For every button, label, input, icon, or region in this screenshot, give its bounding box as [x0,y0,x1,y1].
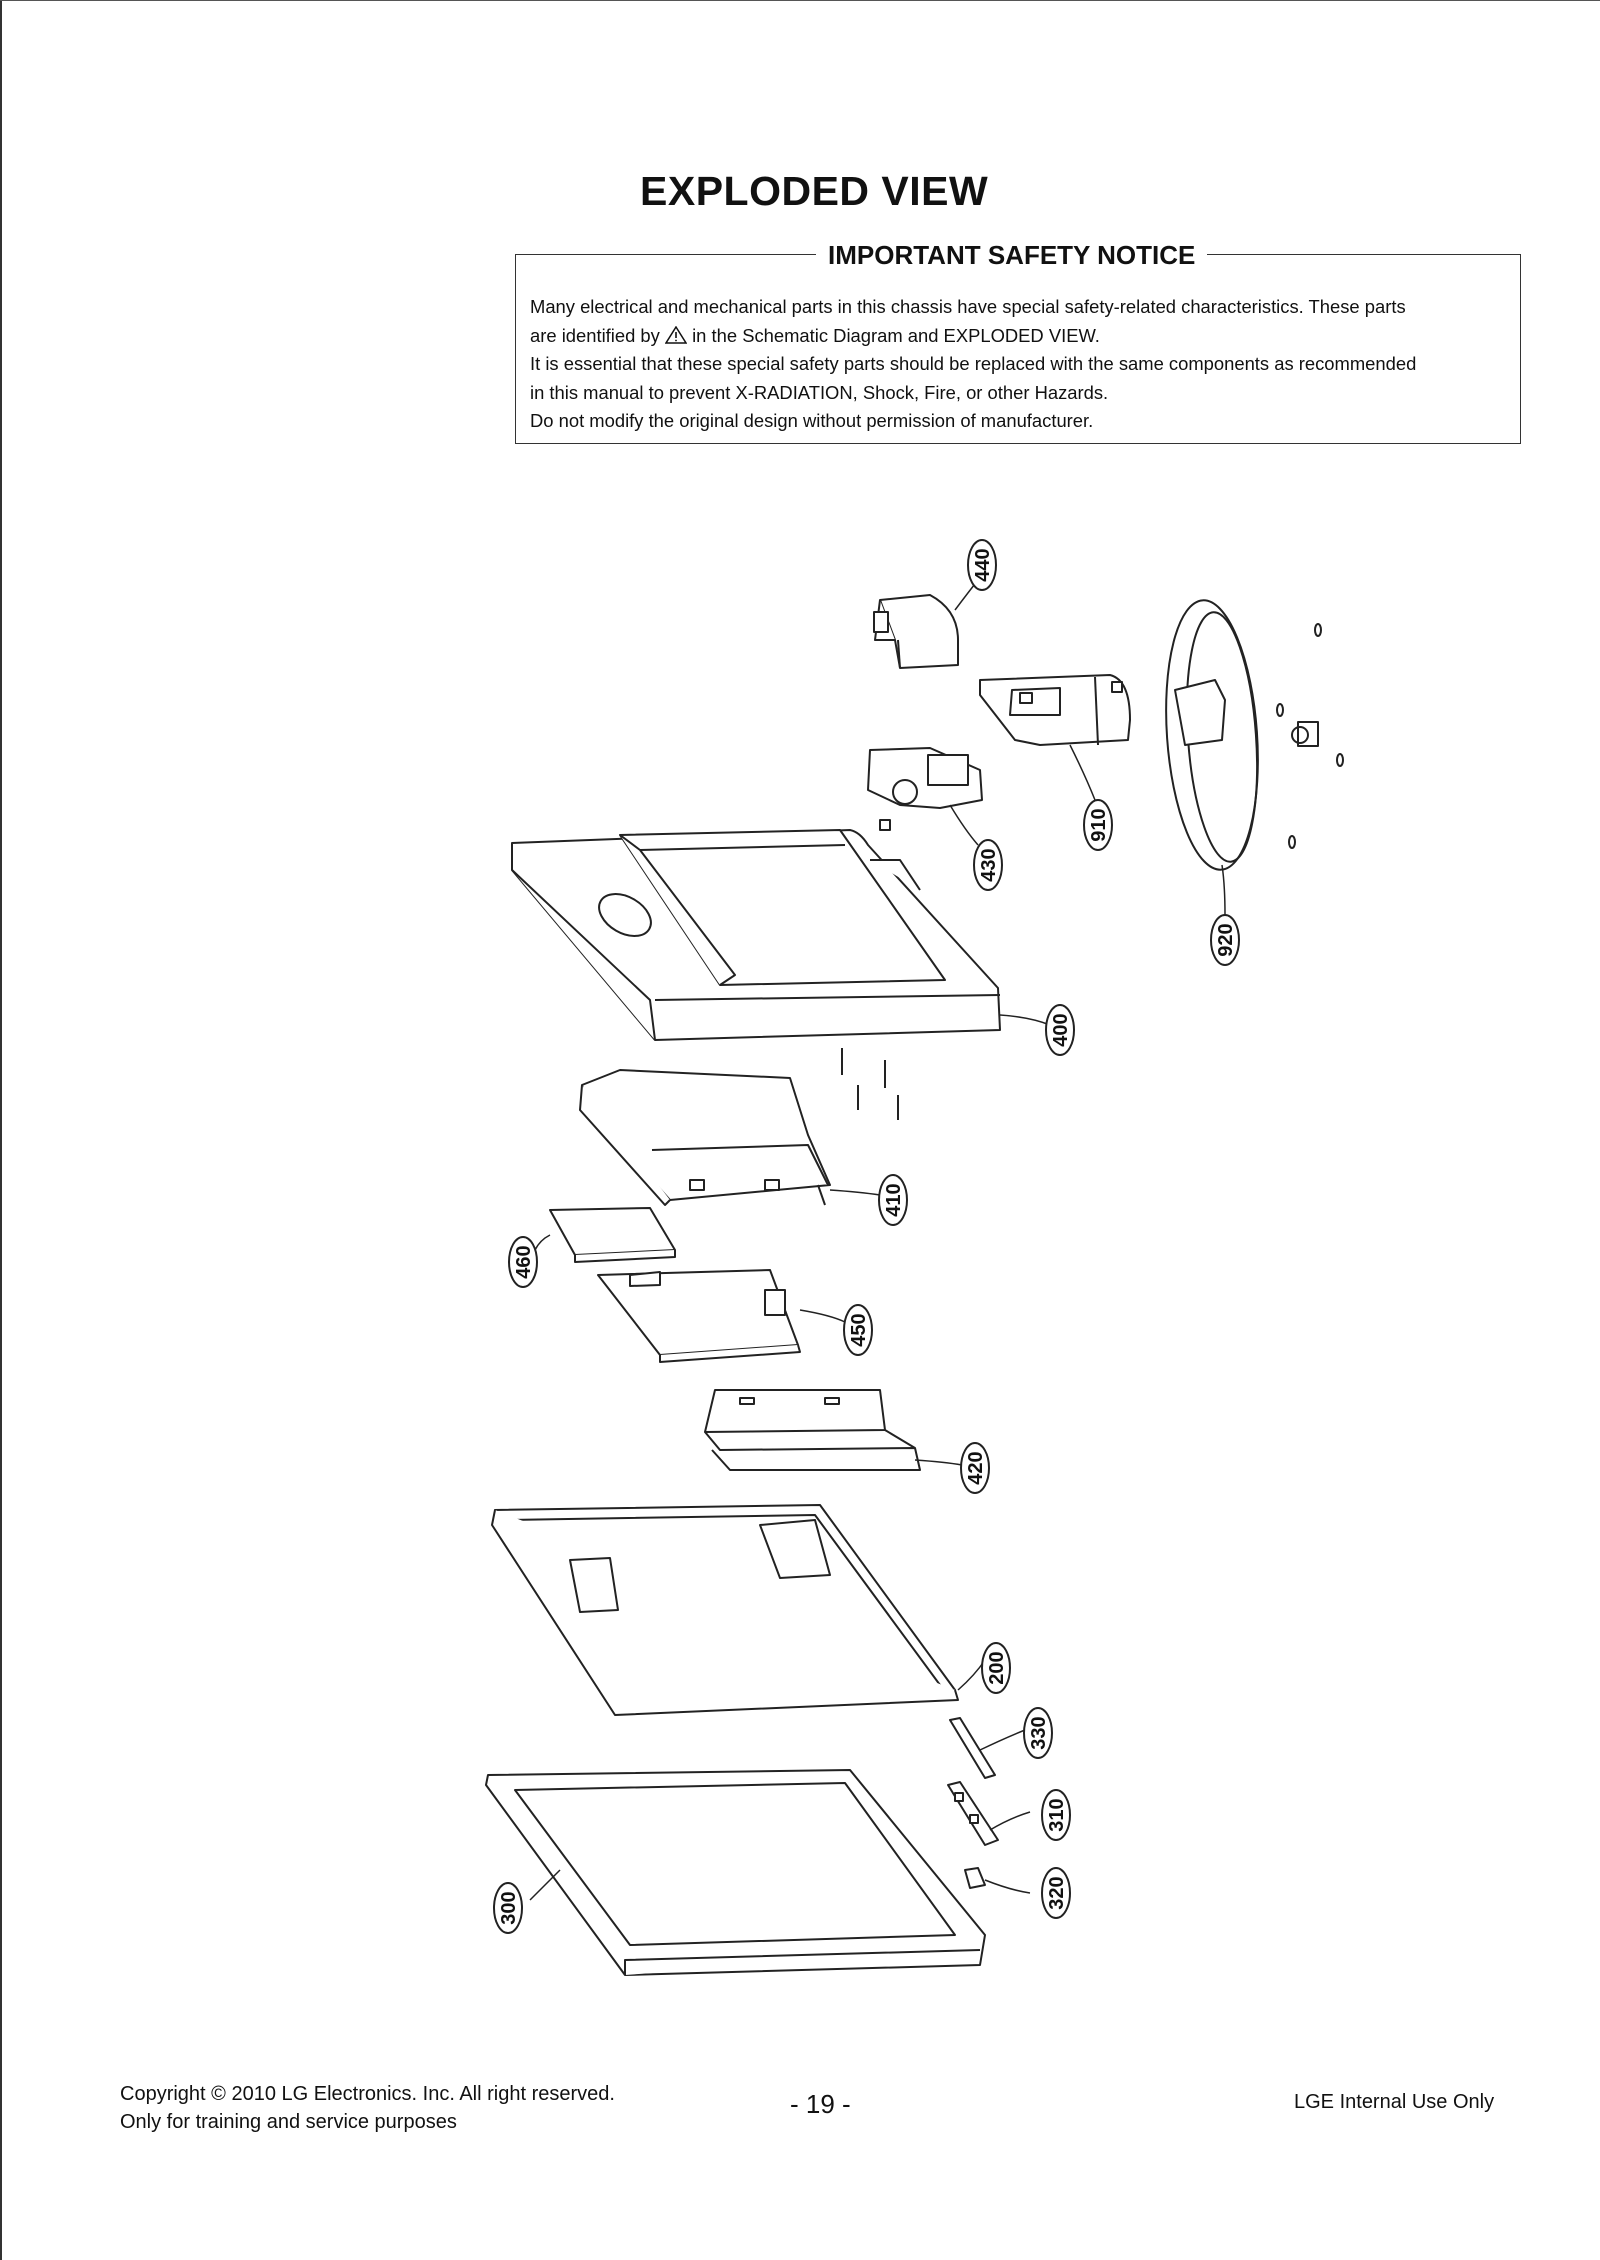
warning-triangle-icon [664,325,687,344]
leader-lines [529,574,1226,1901]
part-led-board [964,1867,986,1889]
safety-notice-box: IMPORTANT SAFETY NOTICE Many electrical … [515,240,1521,444]
footer-internal-use: LGE Internal Use Only [1294,2091,1495,2113]
callout-310: 310 [1041,1789,1071,1841]
callout-320: 320 [1041,1867,1071,1919]
page-title: EXPLODED VIEW [640,168,989,214]
callout-labels: 440 910 430 920 400 410 460 450 [493,539,1240,1934]
callout-910: 910 [1083,799,1113,851]
notice-line-3: It is essential that these special safet… [530,353,1417,375]
page-border-left [0,0,2,2260]
callout-450-label: 450 [848,1313,870,1346]
footer-copyright: Copyright © 2010 LG Electronics. Inc. Al… [120,2083,615,2105]
part-hinge [867,747,983,831]
callout-430: 430 [973,839,1003,891]
callout-920: 920 [1210,914,1240,966]
callout-440: 440 [967,539,997,591]
part-small-board [549,1207,676,1263]
callout-910-label: 910 [1088,808,1110,841]
notice-line-2: are identified by in the Schematic Diagr… [530,322,1510,351]
part-hinge-cover [873,594,959,669]
callout-400: 400 [1045,1004,1075,1056]
notice-line-1: Many electrical and mechanical parts in … [530,296,1406,317]
callout-450: 450 [843,1304,873,1356]
callout-330: 330 [1023,1707,1053,1759]
part-lcd-module [491,1504,959,1716]
part-back-cover [511,829,1001,1041]
footer-purpose: Only for training and service purposes [120,2111,457,2133]
notice-line-5: Do not modify the original design withou… [530,410,1094,432]
safety-notice-heading: IMPORTANT SAFETY NOTICE [816,240,1208,271]
callout-410-label: 410 [883,1183,905,1216]
footer-copyright-block: Copyright © 2010 LG Electronics. Inc. Al… [120,2080,615,2136]
callout-300-label: 300 [498,1891,520,1924]
callout-200-label: 200 [986,1651,1008,1684]
callout-410: 410 [878,1174,908,1226]
callout-460-label: 460 [513,1245,535,1278]
part-front-cover [485,1769,986,1976]
safety-notice-body: Many electrical and mechanical parts in … [530,293,1510,436]
page-number: - 19 - [790,2089,851,2119]
callout-300: 300 [493,1882,523,1934]
part-stand-base [1165,599,1344,871]
callout-400-label: 400 [1050,1013,1072,1046]
callout-420-label: 420 [965,1451,987,1484]
callout-920-label: 920 [1215,923,1237,956]
notice-line-4: in this manual to prevent X-RADIATION, S… [530,381,1109,403]
callout-330-label: 330 [1028,1716,1050,1749]
callout-310-label: 310 [1046,1798,1068,1831]
part-stand-neck [979,674,1131,746]
callout-200: 200 [981,1642,1011,1694]
part-control-button [947,1781,999,1846]
callout-420: 420 [960,1442,990,1494]
callout-320-label: 320 [1046,1876,1068,1909]
part-shield-case [579,1069,831,1206]
callout-430-label: 430 [978,848,1000,881]
part-screws [841,1048,899,1120]
callout-440-label: 440 [972,548,994,581]
part-main-board [597,1269,801,1363]
part-side-cover [949,1717,996,1779]
page-border-top [0,0,1600,1]
notice-line-2-post: in the Schematic Diagram and EXPLODED VI… [692,324,1100,346]
notice-line-2-pre: are identified by [530,324,660,346]
callout-460: 460 [508,1236,538,1288]
part-bracket [704,1389,921,1471]
